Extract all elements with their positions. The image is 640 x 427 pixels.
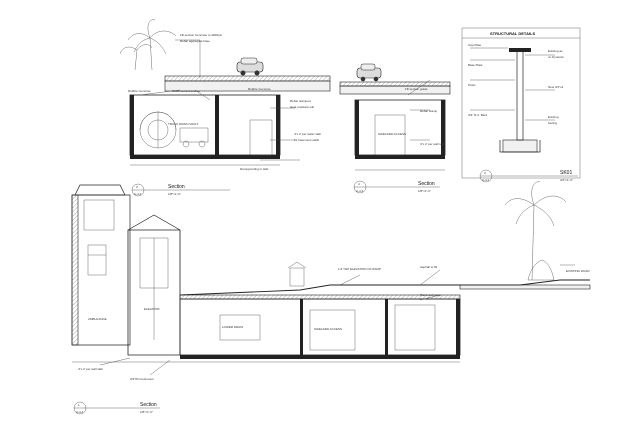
ramp-top-label: 1-6 TOP ELEVATION OF RAMP xyxy=(338,267,381,271)
sheet-ref: A-4.2 xyxy=(482,178,490,182)
svg-text:Posts: Posts xyxy=(468,83,476,87)
svg-text:footing: footing xyxy=(548,121,557,125)
svg-text:Existing as: Existing as xyxy=(548,49,563,53)
section-number: 3 xyxy=(484,171,486,175)
shielded-access-label: SHIELDED ACCESS xyxy=(378,132,406,136)
section-scale: 1/8"=1'-0" xyxy=(168,192,181,196)
elevator-label: ELEVATOR xyxy=(144,307,160,311)
svg-text:4"x 2' per wall slab: 4"x 2' per wall slab xyxy=(420,142,445,146)
svg-text:Rebar stamp: Rebar stamp xyxy=(420,109,438,113)
car-icon xyxy=(356,63,382,82)
svg-text:Dampproofing in slab: Dampproofing in slab xyxy=(240,167,269,171)
svg-text:Plank and ramp: Plank and ramp xyxy=(420,293,441,297)
existing-road-label: EXISTING ROAD xyxy=(566,269,590,273)
lower-drain-label: LOWER DRAIN xyxy=(222,325,243,329)
section-number: 4 xyxy=(358,182,360,186)
ambulance-label: AMBULANCE xyxy=(88,317,107,321)
section-scale: 1/8"=1'-0" xyxy=(140,410,153,414)
shielded-access-2-label: SHIELDED ACCESS xyxy=(314,327,342,331)
bottom-section: ELEVATOR AMBULANCE LOWER DRAIN SHIELDED … xyxy=(71,181,590,415)
tower-building xyxy=(71,184,131,346)
svg-text:Rubble Concrete: Rubble Concrete xyxy=(248,87,271,91)
sheet-ref: A-4.3 xyxy=(134,192,142,196)
structural-details: STRUCTURAL DETAILS Cap Plate Base Plate … xyxy=(461,27,581,183)
svg-text:Fill section Concrete to 4000p: Fill section Concrete to 4000psi xyxy=(180,33,222,37)
svg-text:Fill section grade: Fill section grade xyxy=(405,87,428,91)
svg-text:Rubble Concrete: Rubble Concrete xyxy=(128,89,151,93)
svg-text:Existing: Existing xyxy=(548,115,559,119)
svg-text:Cap Plate: Cap Plate xyxy=(468,43,482,47)
sheet-ref: A-4.3 xyxy=(356,189,364,193)
svg-text:on Dynamic: on Dynamic xyxy=(548,55,564,59)
section-number: 3 xyxy=(136,185,138,189)
sheet-ref: A-4.2 xyxy=(76,410,84,414)
svg-text:Rebar aggregate base: Rebar aggregate base xyxy=(180,39,210,43)
wall-slab-label: 4"x 2' per wall slab xyxy=(78,367,103,371)
car-icon xyxy=(236,57,264,76)
svg-text:Asphalt to fill: Asphalt to fill xyxy=(420,265,437,269)
palm-tree-icon xyxy=(504,181,567,281)
section-number: 1 xyxy=(78,403,80,407)
section-scale: 1/8"=1'-0" xyxy=(418,189,431,193)
elevator-shaft: ELEVATOR AMBULANCE xyxy=(88,214,181,356)
svg-text:3/4"Ø Continuous: 3/4"Ø Continuous xyxy=(130,377,154,381)
section-scale: 3/4"=1'-0" xyxy=(560,178,573,182)
shrub-icon xyxy=(527,259,555,281)
structural-details-header: STRUCTURAL DETAILS xyxy=(490,31,536,36)
spiral-stair xyxy=(139,111,177,149)
section-title: Section xyxy=(418,181,435,187)
svg-text:4"x 2' per water slab: 4"x 2' per water slab xyxy=(294,132,321,136)
svg-text:Base Plate: Base Plate xyxy=(468,63,483,67)
palm-tree-icon xyxy=(119,19,177,71)
svg-text:3/4" R.C. Bars: 3/4" R.C. Bars xyxy=(468,113,488,117)
svg-text:Rebar stamped: Rebar stamped xyxy=(290,99,311,103)
svg-text:New 3/4"x4: New 3/4"x4 xyxy=(548,85,564,89)
truck-drain-label: TRUCK DRAIN VAULT xyxy=(168,122,199,126)
top-mid-section: SHIELDED ACCESS Fill section grade Rebar… xyxy=(339,63,451,194)
section-title: Section xyxy=(140,402,157,408)
svg-text:for basement walls: for basement walls xyxy=(294,138,320,142)
top-left-section: Fill section Concrete to 4000psi Rebar a… xyxy=(119,19,331,197)
section-title: SK01 xyxy=(560,170,572,176)
section-title: Section xyxy=(168,184,185,190)
svg-text:Heat resistant sub: Heat resistant sub xyxy=(290,105,315,109)
svg-text:Stone arched access: Stone arched access xyxy=(172,89,201,93)
